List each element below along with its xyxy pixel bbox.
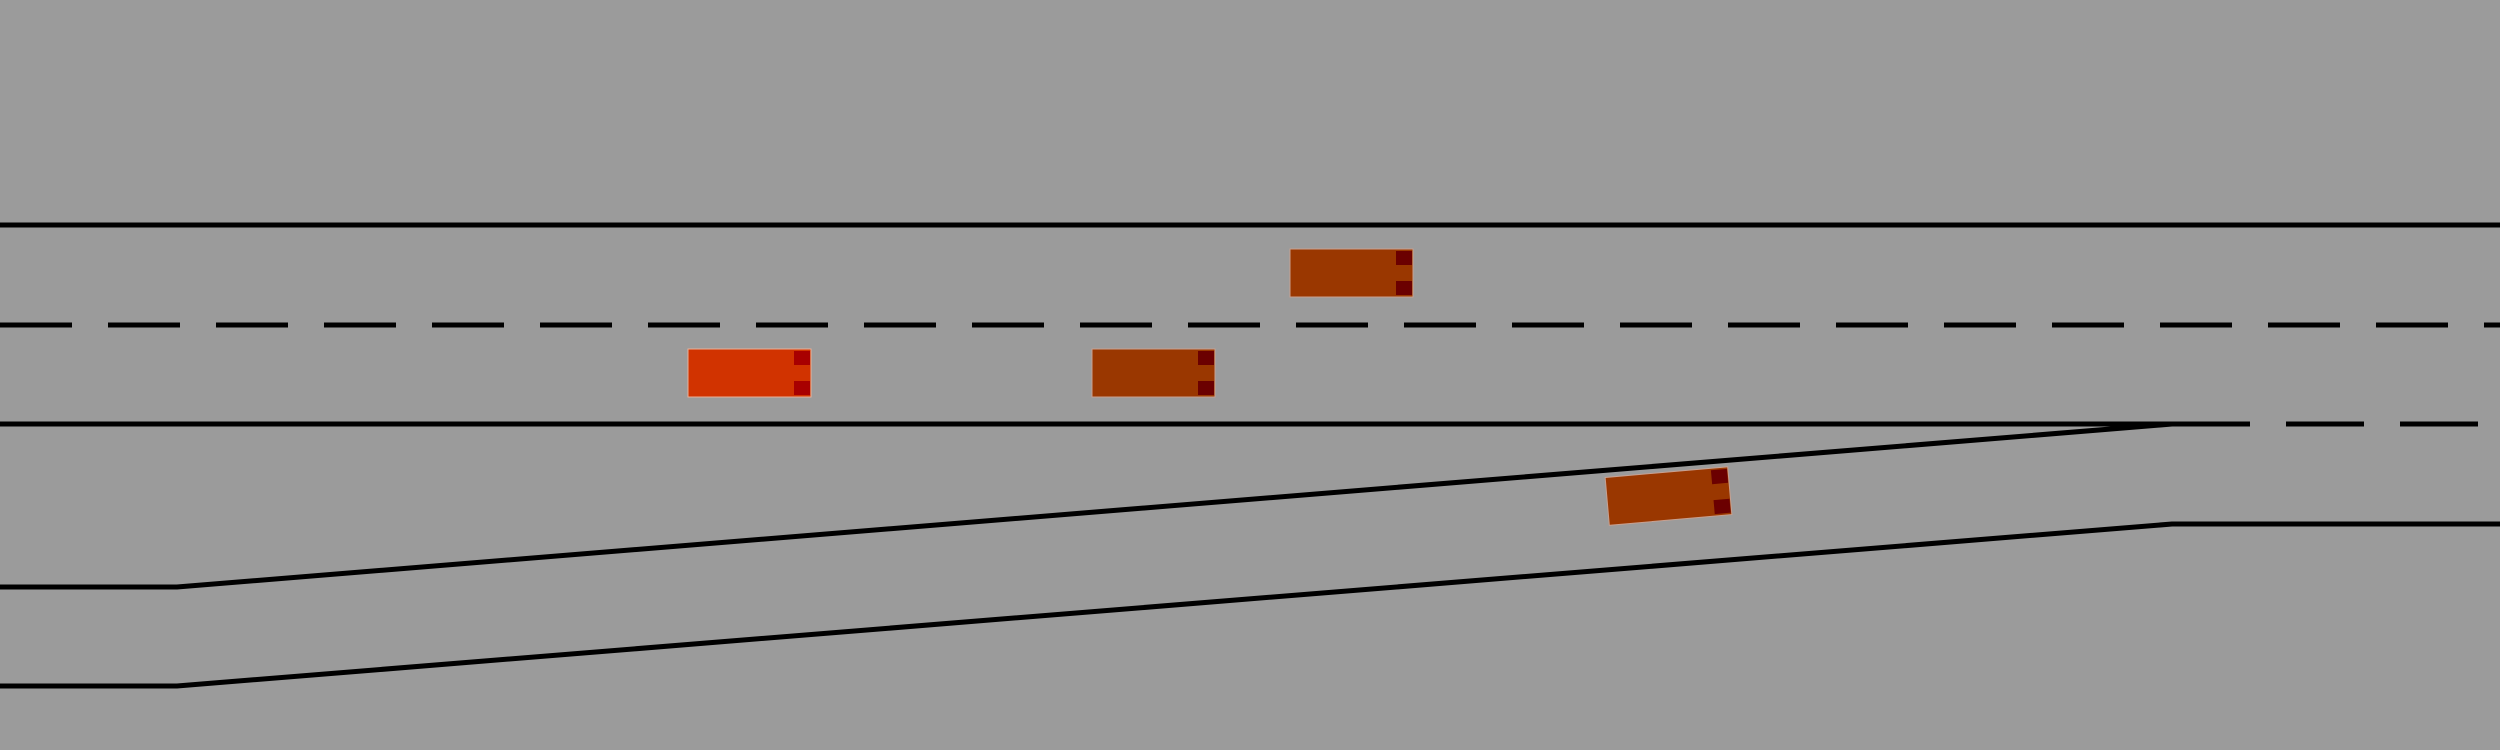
car-2-headlight-right [1198, 381, 1214, 395]
car-3-headlight-left [1396, 251, 1412, 265]
on-ramp-inner-edge [0, 421, 2173, 590]
ego-car [687, 348, 812, 398]
car-3 [1289, 248, 1414, 298]
vehicle-layer [687, 248, 1733, 526]
on-ramp-outer-edge [0, 521, 2500, 689]
car-4-headlight-right [1713, 498, 1731, 515]
car-3-body [1289, 248, 1414, 298]
car-2 [1091, 348, 1216, 398]
car-4-body [1604, 466, 1733, 526]
car-2-body [1091, 348, 1216, 398]
car-2-headlight-left [1198, 351, 1214, 365]
ego-car-headlight-left [794, 351, 810, 365]
car-4 [1604, 466, 1733, 526]
car-4-headlight-left [1710, 468, 1729, 485]
ego-car-headlight-right [794, 381, 810, 395]
car-3-headlight-right [1396, 281, 1412, 295]
ego-car-body [687, 348, 812, 398]
